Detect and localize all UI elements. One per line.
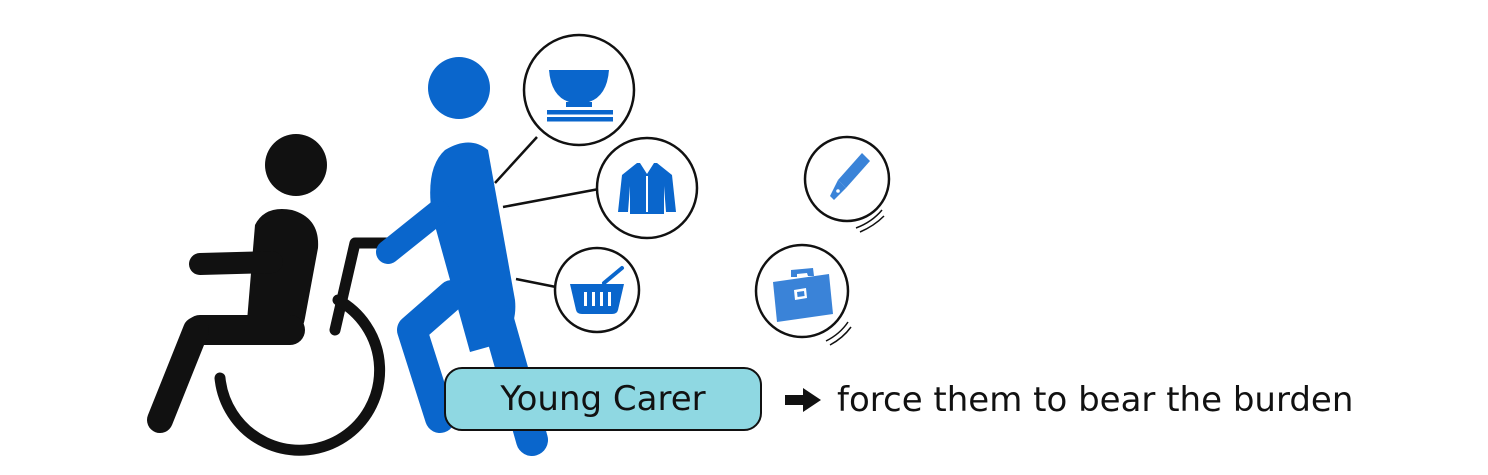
carer-head (428, 57, 490, 119)
consequence-statement: force them to bear the burden (783, 378, 1353, 422)
wheelchair-user-figure (147, 134, 401, 456)
shopping-basket-icon (570, 266, 624, 314)
connector-bowl (494, 136, 538, 184)
fountain-pen-icon (830, 153, 870, 200)
recipient-head (265, 134, 327, 196)
sacrificed-work (754, 243, 852, 346)
connector-shirt (502, 187, 600, 209)
bowl-chopsticks-icon (547, 70, 613, 122)
duty-bowl-chopsticks (522, 33, 636, 147)
young-carer-label-text: Young Carer (500, 379, 706, 419)
recipient-torso (245, 209, 319, 345)
wheelchair-wheel (214, 294, 386, 456)
briefcase-motion-lines (825, 321, 852, 346)
pen-motion-lines (855, 209, 885, 233)
duty-shopping-basket (553, 246, 641, 334)
consequence-text: force them to bear the burden (837, 380, 1354, 420)
shirt-icon (618, 163, 676, 214)
sacrificed-study (803, 135, 891, 233)
carer-arm (376, 200, 450, 264)
carer-back-leg (397, 280, 467, 433)
carer-torso (430, 142, 516, 352)
connector-basket (515, 277, 557, 289)
young-carer-label: Young Carer (444, 367, 762, 431)
briefcase-icon (773, 268, 833, 322)
duty-shirt (595, 136, 699, 240)
recipient-arm (189, 251, 283, 275)
duty-connectors (494, 136, 600, 289)
right-arrow-icon (785, 388, 821, 412)
recipient-lower-leg (147, 317, 209, 433)
